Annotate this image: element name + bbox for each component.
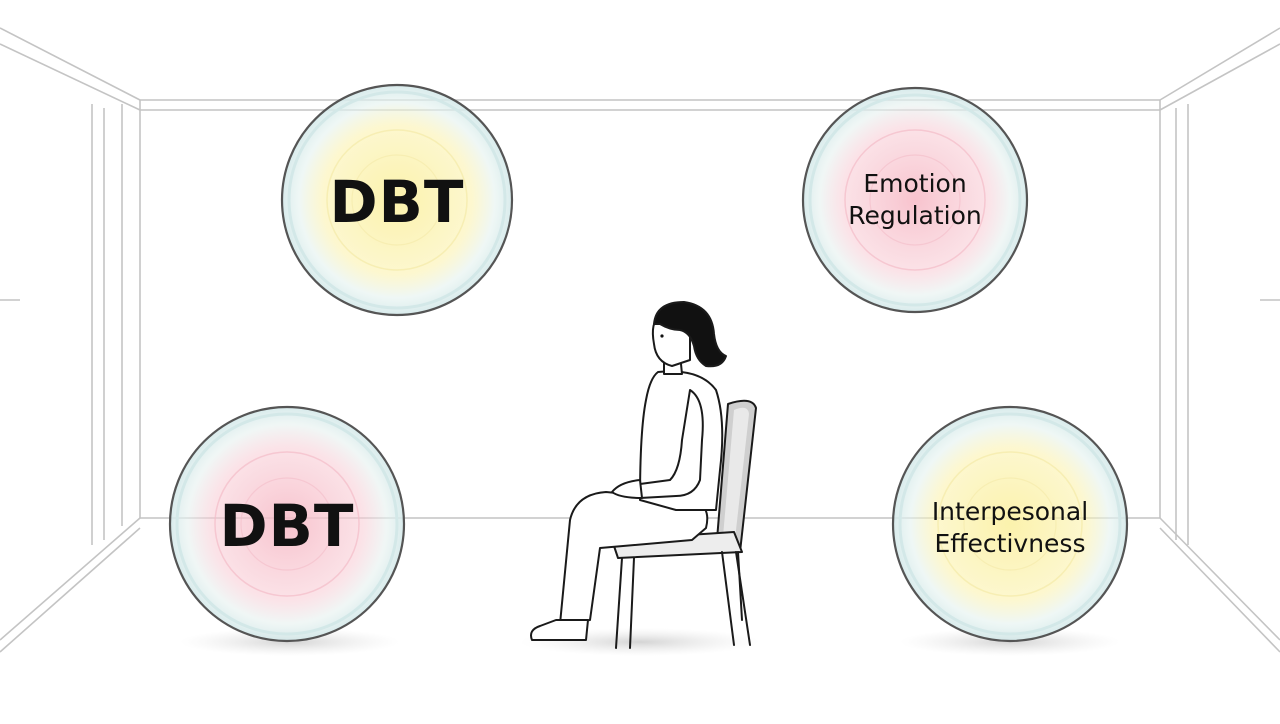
bubble-top-right xyxy=(801,86,1029,314)
label-line: Emotion xyxy=(863,169,967,198)
label-line: Effectivness xyxy=(934,529,1086,558)
label-line: DBT xyxy=(329,168,465,236)
bubble-label-top-right: Emotion Regulation xyxy=(848,168,982,232)
bubble-bottom-left xyxy=(168,405,406,643)
bubble-label-bottom-left: DBT xyxy=(220,492,355,560)
person xyxy=(530,301,727,641)
label-line: Interpesonal xyxy=(931,497,1089,526)
bubble-bottom-right xyxy=(891,405,1129,643)
label-line: Regulation xyxy=(848,201,982,230)
bubble-label-bottom-right: Interpesonal Effectivness xyxy=(932,496,1088,560)
bubble-top-left xyxy=(280,83,514,317)
bubble-label-top-left: DBT xyxy=(330,168,465,236)
label-line: DBT xyxy=(219,492,355,560)
